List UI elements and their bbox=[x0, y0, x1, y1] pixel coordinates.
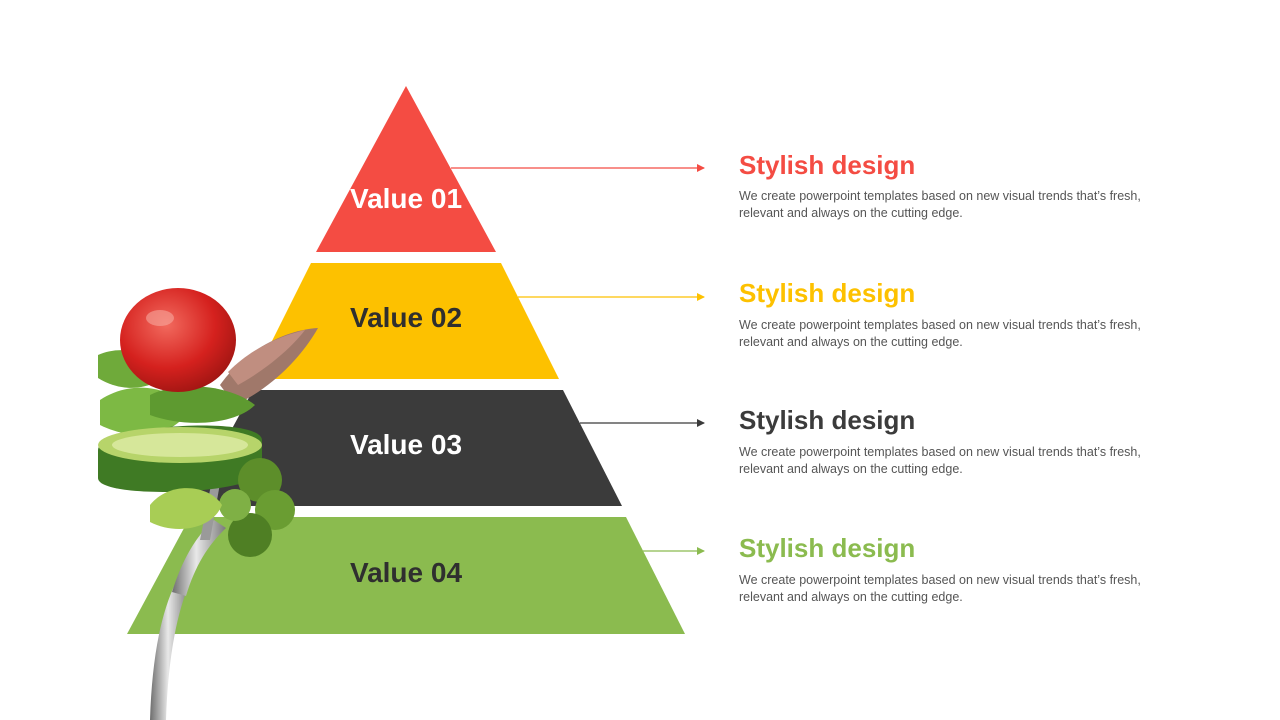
item-description-3: We create powerpoint templates based on … bbox=[739, 445, 1141, 476]
tier-label-4: Value 04 bbox=[350, 557, 463, 588]
pyramid-tier-2 bbox=[253, 263, 559, 379]
item-title-3: Stylish design bbox=[739, 405, 916, 435]
item-title-1: Stylish design bbox=[739, 150, 916, 180]
item-description-1: We create powerpoint templates based on … bbox=[739, 189, 1141, 220]
tier-label-2: Value 02 bbox=[350, 302, 462, 333]
item-description-4: We create powerpoint templates based on … bbox=[739, 573, 1141, 604]
pyramid-tier-3 bbox=[190, 390, 622, 506]
item-title-4: Stylish design bbox=[739, 533, 916, 563]
tier-label-1: Value 01 bbox=[350, 183, 462, 214]
tier-label-3: Value 03 bbox=[350, 429, 462, 460]
item-description-2: We create powerpoint templates based on … bbox=[739, 318, 1141, 349]
pyramid-tier-1 bbox=[316, 86, 496, 252]
item-title-2: Stylish design bbox=[739, 278, 916, 308]
salad-fork-icon bbox=[98, 288, 318, 720]
